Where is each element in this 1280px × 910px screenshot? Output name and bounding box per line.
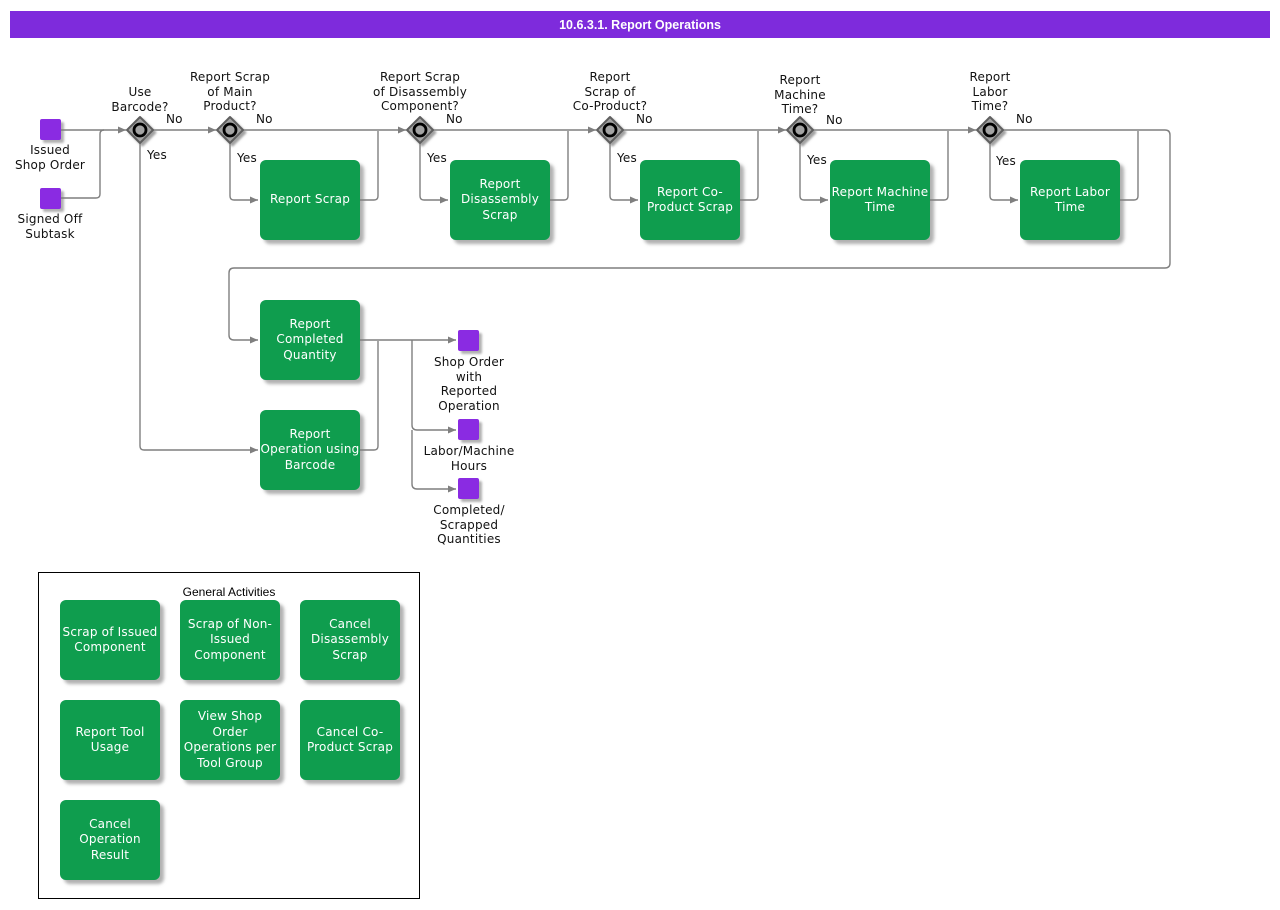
activity-view-shop-order-operations-per-tool-group[interactable]: View Shop Order Operations per Tool Grou… — [180, 700, 280, 780]
no-branch-label: No — [166, 112, 183, 126]
gateway-question-report-labor-time: Report Labor Time? — [969, 70, 1011, 113]
activity-cancel-disassembly-scrap[interactable]: Cancel Disassembly Scrap — [300, 600, 400, 680]
activity-report-operation-using-barcode[interactable]: Report Operation using Barcode — [260, 410, 360, 490]
activity-label: Scrap of Non- Issued Component — [187, 616, 273, 662]
gateway-question-report-scrap-disassembly-component: Report Scrap of Disassembly Component? — [373, 70, 467, 113]
start-event-signed-off-subtask[interactable] — [40, 188, 61, 209]
end-event-shop-order-with-reported-operation[interactable] — [458, 330, 479, 351]
gateway-report-scrap-co-product — [596, 116, 624, 144]
gateway-report-scrap-disassembly-component — [406, 116, 434, 144]
no-branch-label: No — [446, 112, 463, 126]
page-title: 10.6.3.1. Report Operations — [559, 17, 721, 32]
yes-branch-label: Yes — [807, 153, 827, 167]
activity-label: Report Operation using Barcode — [260, 426, 360, 472]
yes-branch-label: Yes — [237, 151, 257, 165]
end-event-label: Completed/ Scrapped Quantities — [433, 503, 505, 546]
activity-label: Report Scrap — [269, 192, 351, 207]
no-branch-label: No — [636, 112, 653, 126]
activity-label: Report Machine Time — [831, 184, 929, 215]
gateway-report-machine-time — [786, 116, 814, 144]
activity-label: Report Disassembly Scrap — [460, 176, 539, 222]
activity-scrap-of-issued-component[interactable]: Scrap of Issued Component — [60, 600, 160, 680]
activity-report-completed-quantity[interactable]: Report Completed Quantity — [260, 300, 360, 380]
end-event-label: Labor/Machine Hours — [423, 444, 515, 473]
activity-report-machine-time[interactable]: Report Machine Time — [830, 160, 930, 240]
gateway-question-report-scrap-main-product: Report Scrap of Main Product? — [189, 70, 271, 113]
activity-label: Report Co- Product Scrap — [646, 184, 734, 215]
activity-label: Report Tool Usage — [75, 724, 145, 755]
start-event-issued-shop-order[interactable] — [40, 119, 61, 140]
general-activities-title: General Activities — [182, 585, 276, 599]
gateway-report-scrap-main-product — [216, 116, 244, 144]
start-event-label: Signed Off Subtask — [17, 212, 83, 241]
activity-label: Cancel Co- Product Scrap — [306, 724, 394, 755]
activity-report-labor-time[interactable]: Report Labor Time — [1020, 160, 1120, 240]
activity-report-co-product-scrap[interactable]: Report Co- Product Scrap — [640, 160, 740, 240]
no-branch-label: No — [256, 112, 273, 126]
activity-report-scrap[interactable]: Report Scrap — [260, 160, 360, 240]
activity-cancel-co-product-scrap[interactable]: Cancel Co- Product Scrap — [300, 700, 400, 780]
gateway-question-report-scrap-co-product: Report Scrap of Co-Product? — [572, 70, 648, 113]
start-event-label: Issued Shop Order — [14, 143, 86, 172]
activity-label: Scrap of Issued Component — [62, 624, 158, 655]
activity-cancel-operation-result[interactable]: Cancel Operation Result — [60, 800, 160, 880]
title-bar: 10.6.3.1. Report Operations — [10, 11, 1270, 38]
activity-label: Report Labor Time — [1030, 184, 1110, 215]
end-event-label: Shop Order with Reported Operation — [433, 355, 505, 413]
yes-branch-label: Yes — [427, 151, 447, 165]
gateway-question-report-machine-time: Report Machine Time? — [774, 73, 826, 116]
gateway-report-labor-time — [976, 116, 1004, 144]
end-event-completed-scrapped-quantities[interactable] — [458, 478, 479, 499]
activity-report-tool-usage[interactable]: Report Tool Usage — [60, 700, 160, 780]
activity-label: Cancel Disassembly Scrap — [310, 616, 389, 662]
yes-branch-label: Yes — [996, 154, 1016, 168]
end-event-labor-machine-hours[interactable] — [458, 419, 479, 440]
no-branch-label: No — [1016, 112, 1033, 126]
activity-scrap-of-non-issued-component[interactable]: Scrap of Non- Issued Component — [180, 600, 280, 680]
activity-report-disassembly-scrap[interactable]: Report Disassembly Scrap — [450, 160, 550, 240]
gateway-use-barcode — [126, 116, 154, 144]
gateway-question-use-barcode: Use Barcode? — [111, 85, 169, 114]
yes-branch-label: Yes — [147, 148, 167, 162]
yes-branch-label: Yes — [617, 151, 637, 165]
activity-label: View Shop Order Operations per Tool Grou… — [183, 709, 277, 770]
activity-label: Cancel Operation Result — [79, 816, 141, 862]
activity-label: Report Completed Quantity — [276, 316, 344, 362]
no-branch-label: No — [826, 113, 843, 127]
